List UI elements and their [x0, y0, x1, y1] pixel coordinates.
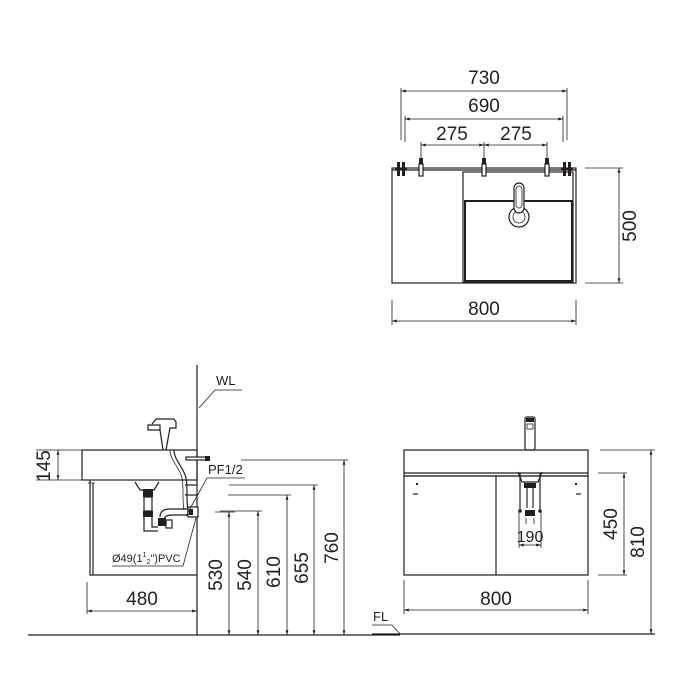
- wall-bracket-right-icon: [561, 162, 573, 176]
- dimension-540: 540: [220, 510, 262, 635]
- dimension-145: 145: [34, 449, 82, 482]
- dim-label-275-left: 275: [436, 124, 468, 145]
- door-handle-left-icon: [413, 483, 418, 495]
- supply-hose: [173, 449, 189, 511]
- dim-label-655: 655: [292, 552, 313, 584]
- dim-label-800-top: 800: [468, 299, 500, 320]
- wall-line-callout: WL: [198, 373, 242, 409]
- top-view-outline: [391, 167, 577, 284]
- drain-trap-icon: [134, 481, 188, 532]
- wall-bolt-icon: [185, 456, 210, 461]
- screw-center-icon: [481, 158, 487, 177]
- dim-label-275-right: 275: [500, 124, 532, 145]
- dim-label-800-front: 800: [480, 589, 512, 610]
- dimension-275-275: 275 275: [420, 124, 548, 158]
- dim-label-480: 480: [126, 589, 158, 610]
- dim-label-190: 190: [517, 529, 544, 546]
- faucet-top-icon: [508, 182, 530, 228]
- front-view: FL: [372, 416, 655, 635]
- dimension-500: 500: [585, 167, 641, 284]
- dim-label-450: 450: [601, 508, 622, 540]
- dimension-800-top: 800: [391, 299, 577, 325]
- wall-bracket-left-icon: [395, 162, 407, 176]
- screw-right-icon: [544, 158, 550, 177]
- dimension-690: 690: [404, 96, 564, 142]
- dim-label-610: 610: [264, 556, 285, 588]
- dim-label-810: 810: [628, 526, 649, 558]
- dimension-530: 530: [206, 511, 235, 635]
- dimension-810: 810: [600, 449, 655, 634]
- side-view: WL: [28, 365, 400, 636]
- floor-line-callout: FL: [372, 609, 401, 635]
- dimension-730: 730: [400, 68, 568, 140]
- drain-label: Ø49(112")PVC: [112, 552, 181, 566]
- dim-label-690: 690: [468, 96, 500, 117]
- faucet-front-icon: [524, 416, 536, 451]
- dimension-760: 760: [241, 459, 348, 635]
- dim-label-540: 540: [235, 559, 256, 591]
- door-handle-right-icon: [575, 483, 581, 495]
- faucet-side-icon: [147, 418, 177, 451]
- countertop-side: [81, 449, 198, 481]
- drain-callout: Ø49(112")PVC: [112, 517, 197, 567]
- dim-label-500: 500: [620, 210, 641, 242]
- dimension-800-front: 800: [403, 580, 589, 614]
- countertop-front: [403, 449, 589, 477]
- dim-label-145: 145: [34, 450, 55, 482]
- screw-left-icon: [418, 158, 424, 177]
- dimension-450: 450: [598, 472, 627, 576]
- wl-label: WL: [216, 373, 236, 388]
- drain-front-icon: 190: [517, 471, 544, 548]
- dim-label-530: 530: [206, 559, 227, 591]
- dimension-610: 610: [228, 494, 291, 635]
- top-view: 730 690 275 275: [391, 68, 641, 325]
- supply-callout: PF1/2: [185, 462, 245, 517]
- dim-label-730: 730: [468, 68, 500, 89]
- fl-label: FL: [373, 609, 388, 624]
- dim-label-760: 760: [322, 532, 343, 564]
- pf-label: PF1/2: [208, 462, 243, 477]
- dimension-480: 480: [86, 582, 198, 614]
- dimension-655: 655: [229, 484, 318, 635]
